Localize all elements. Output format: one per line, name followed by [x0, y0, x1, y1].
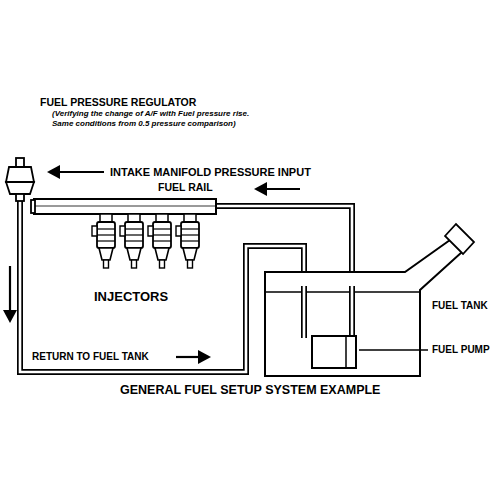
note-text: (Verifying the change of A/F with Fuel p…: [52, 110, 249, 119]
component-label: INJECTORS: [94, 290, 168, 304]
caption: GENERAL FUEL SETUP SYSTEM EXAMPLE: [120, 384, 380, 398]
injector: [120, 214, 143, 268]
component-label: FUEL PRESSURE REGULATOR: [40, 97, 196, 109]
component-label: FUEL TANK: [432, 300, 488, 311]
note-text: Same conditions from 0.5 pressure compar…: [52, 120, 236, 129]
flow-arrows: [3, 165, 300, 364]
flow-label: INTAKE MANIFOLD PRESSURE INPUT: [110, 166, 311, 178]
pressure-regulator: [6, 158, 35, 213]
component-label: FUEL RAIL: [158, 182, 213, 194]
injector: [92, 214, 115, 268]
leader-line: [359, 349, 428, 350]
injector: [176, 214, 199, 268]
flow-label: RETURN TO FUEL TANK: [32, 351, 149, 362]
fuel-rail: [34, 199, 216, 214]
fuel-pump: [312, 336, 356, 368]
filler-cap: [445, 224, 474, 254]
injector: [148, 214, 171, 268]
component-label: FUEL PUMP: [432, 344, 490, 355]
